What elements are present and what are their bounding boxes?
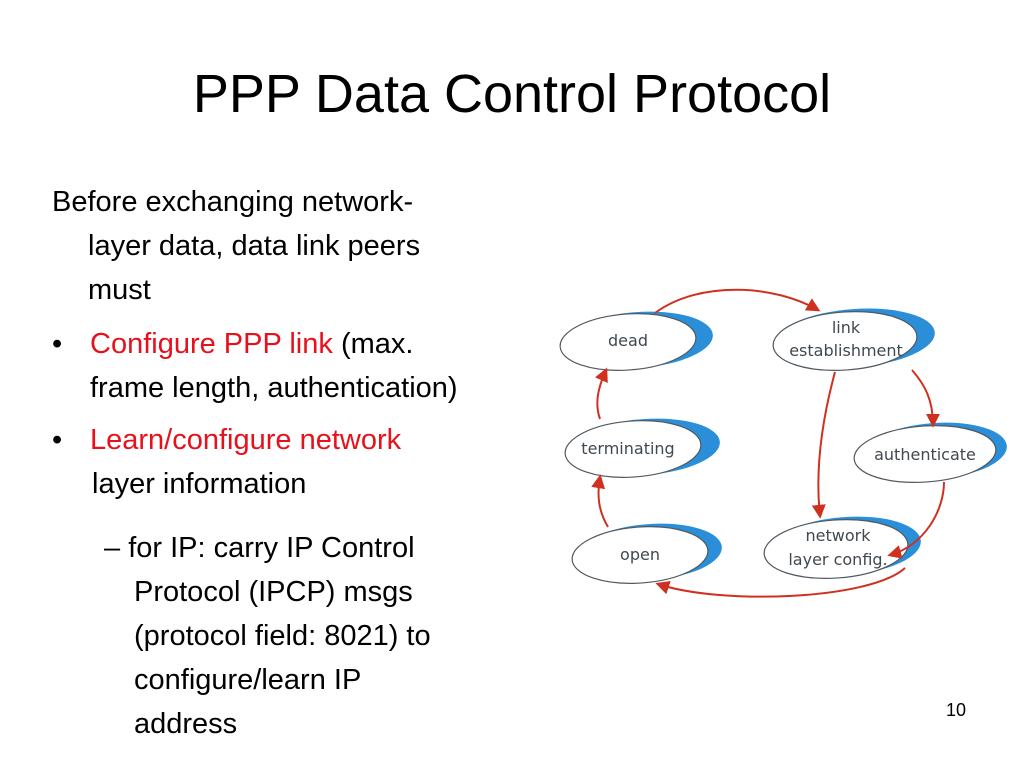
bullet1-black-text: (max.	[340, 328, 414, 360]
state-dead: dead	[559, 311, 713, 371]
bullet-configure-link: • Configure PPP link (max. frame length, …	[52, 322, 458, 410]
intro-line-3: must	[88, 274, 151, 306]
state-terminating: terminating	[564, 418, 720, 478]
state-network-layer-config: network layer config.	[763, 516, 921, 579]
sub-dash: –	[104, 532, 121, 564]
state-authenticate-label: authenticate	[874, 445, 976, 464]
sub-line-5: address	[134, 708, 238, 740]
state-authenticate: authenticate	[853, 422, 1007, 483]
arrow-open-to-terminating	[591, 474, 609, 528]
state-dead-label: dead	[608, 331, 648, 350]
slide-title: PPP Data Control Protocol	[192, 64, 832, 124]
arrow-link-to-network	[811, 371, 836, 519]
arrow-terminating-to-dead	[595, 367, 608, 420]
state-link-label-1: link	[832, 318, 861, 337]
bullet-dot: •	[52, 328, 63, 360]
bullet2-continuation: layer information	[92, 468, 307, 500]
arrow-dead-to-link	[654, 288, 821, 314]
bullet2-red-text: Learn/configure network	[90, 424, 402, 456]
state-link-label-2: establishment	[789, 341, 903, 360]
state-network-label-2: layer config.	[788, 550, 887, 569]
sub-line-4: configure/learn IP	[134, 664, 362, 696]
intro-line-1: Before exchanging network-	[52, 186, 414, 218]
state-open-label: open	[620, 545, 660, 564]
bullet-dot: •	[52, 424, 63, 456]
state-network-label-1: network	[806, 526, 872, 545]
state-open: open	[571, 523, 722, 584]
sub-line-2: Protocol (IPCP) msgs	[134, 576, 413, 608]
sub-line-3: (protocol field: 8021) to	[134, 620, 431, 652]
intro-line-2: layer data, data link peers	[88, 230, 421, 262]
state-terminating-label: terminating	[581, 439, 674, 458]
bullet1-red-text: Configure PPP link	[90, 328, 333, 360]
page-number: 10	[945, 700, 966, 720]
bullet-learn-network: • Learn/configure network layer informati…	[52, 418, 401, 506]
arrow-authenticate-to-network	[887, 481, 945, 559]
sub-bullet-ipcp: – for IP: carry IP Control Protocol (IPC…	[104, 526, 431, 746]
sub-line-1: for IP: carry IP Control	[128, 532, 415, 564]
arrow-network-to-open	[655, 567, 906, 598]
intro-text: Before exchanging network- layer data, d…	[52, 180, 572, 312]
state-link-establishment: link establishment	[772, 308, 935, 371]
arrow-link-to-authenticate	[911, 369, 940, 428]
bullet1-continuation: frame length, authentication)	[90, 372, 458, 404]
state-transitions	[591, 288, 945, 598]
